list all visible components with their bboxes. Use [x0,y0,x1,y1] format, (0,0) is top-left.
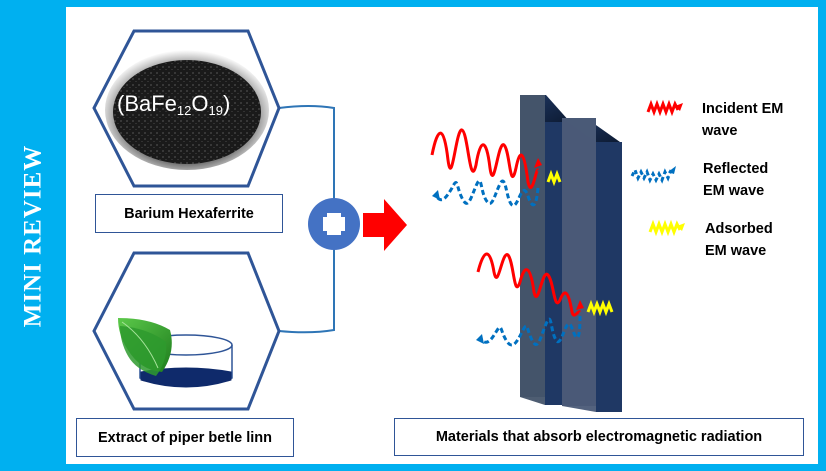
betel-extract-image [92,251,281,411]
absorbed-wave-top [546,169,562,187]
betel-leaf-icon [118,318,172,376]
absorber-caption-text: Materials that absorb electromagnetic ra… [435,429,763,445]
combine-plus-button [308,198,360,250]
barium-hexaferrite-label: Barium Hexaferrite [95,194,283,233]
legend-reflected-line2: EM wave [703,183,765,199]
legend-reflected-icon [630,166,676,184]
legend-incident-line1: Incident EM [702,101,784,117]
absorber-slabs [520,95,622,412]
reflected-wave-top [432,179,540,207]
legend-incident-label: Incident EM wave [702,98,783,142]
absorber-caption: Materials that absorb electromagnetic ra… [394,418,804,456]
betel-extract-text: Extract of piper betle linn [97,429,273,446]
barium-hexaferrite-text: Barium Hexaferrite [124,205,254,222]
legend-reflected-label: Reflected EM wave [703,158,768,202]
legend-absorbed-line1: Adsorbed [705,221,773,237]
incident-wave-bottom [476,252,584,317]
legend-incident-line2: wave [702,123,738,139]
barium-hexaferrite-image [92,29,281,188]
legend-absorbed-icon [648,219,685,237]
absorbed-wave-bottom [586,299,614,317]
right-arrow-icon [363,199,407,251]
legend-reflected-line1: Reflected [703,161,769,177]
incident-wave-top [430,128,542,189]
reflected-wave-bottom [476,315,582,347]
legend-incident-icon [646,99,683,117]
betel-extract-label: Extract of piper betle linn [76,418,294,457]
chemical-formula: (BaFe12O19) [117,91,231,118]
legend-absorbed-label: Adsorbed EM wave [705,218,773,262]
legend-absorbed-line2: EM wave [705,243,767,259]
